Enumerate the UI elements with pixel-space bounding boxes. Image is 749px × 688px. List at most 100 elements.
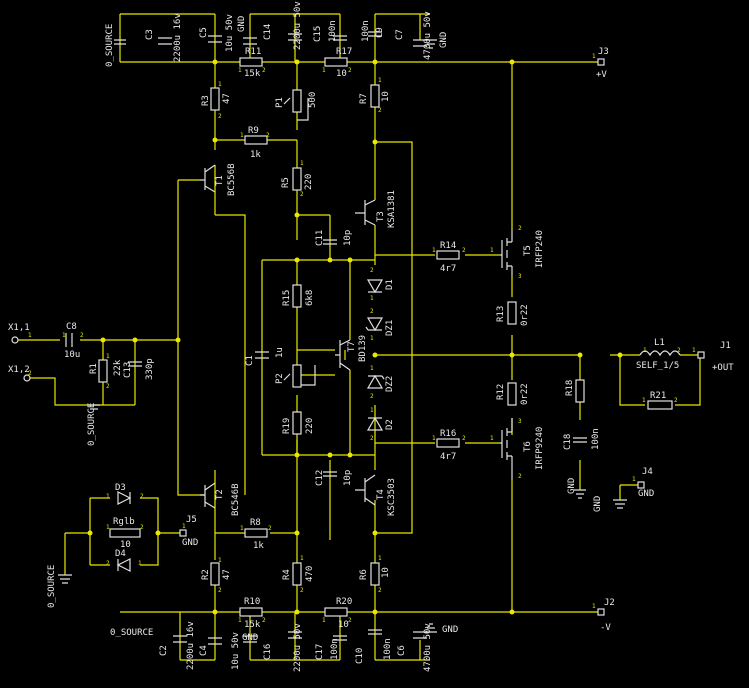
svg-text:2: 2 xyxy=(300,587,304,594)
label-t3-val: KSA1381 xyxy=(387,190,397,228)
svg-text:2: 2 xyxy=(378,107,382,114)
label-r8-ref: R8 xyxy=(250,518,261,528)
svg-text:2: 2 xyxy=(370,308,374,315)
label-j2-ref: J2 xyxy=(604,598,615,608)
label-t7-val: BD139 xyxy=(358,335,368,362)
svg-text:1: 1 xyxy=(370,295,374,302)
label-dz1-ref: DZ1 xyxy=(385,320,395,336)
label-r5-ref: R5 xyxy=(281,177,291,188)
label-r1-val: 22k xyxy=(113,359,123,376)
svg-text:2: 2 xyxy=(462,247,466,254)
label-r15-ref: R15 xyxy=(282,290,292,306)
label-c3-ref: C3 xyxy=(145,29,155,40)
label-d3-ref: D3 xyxy=(115,483,126,493)
svg-text:2: 2 xyxy=(140,524,144,531)
label-r12-val: 0r22 xyxy=(520,383,530,405)
label-c2-val: 2200u 16v xyxy=(186,621,196,670)
svg-text:2: 2 xyxy=(28,370,32,377)
svg-text:1: 1 xyxy=(300,555,304,562)
label-j4-val: GND xyxy=(638,489,654,499)
svg-text:1: 1 xyxy=(643,347,647,354)
label-r14-val: 4r7 xyxy=(440,264,456,274)
label-r21-ref: R21 xyxy=(650,391,666,401)
svg-text:2: 2 xyxy=(262,617,266,624)
label-c7-val: 4700u 50v xyxy=(423,11,433,60)
svg-text:2: 2 xyxy=(462,435,466,442)
label-r20-ref: R20 xyxy=(336,597,352,607)
label-c6-val: 4700u 50v xyxy=(423,623,433,672)
svg-text:1: 1 xyxy=(592,53,596,60)
svg-text:1: 1 xyxy=(138,560,142,567)
label-src-left: 0_SOURCE xyxy=(47,565,57,608)
label-c14-ref: C14 xyxy=(263,24,273,40)
label-c13-val: 330p xyxy=(145,358,155,380)
label-c13-ref: C13 xyxy=(123,362,133,378)
label-c10-val: 100n xyxy=(383,638,393,660)
component-symbols xyxy=(11,31,705,645)
label-c4-ref: C4 xyxy=(199,645,209,656)
label-c5-val: 10u 50v xyxy=(225,14,235,52)
label-c9-val: 100n xyxy=(361,20,371,42)
svg-text:2: 2 xyxy=(348,617,352,624)
svg-text:1: 1 xyxy=(432,247,436,254)
label-r4-val: 470 xyxy=(305,566,315,582)
svg-text:2: 2 xyxy=(268,525,272,532)
label-r16-val: 4r7 xyxy=(440,452,456,462)
label-src-bot: 0_SOURCE xyxy=(110,628,153,638)
label-c14-val: 2200u 50v xyxy=(293,1,303,50)
svg-text:1: 1 xyxy=(490,247,494,254)
junction-dots xyxy=(87,59,623,615)
label-dz2-ref: DZ2 xyxy=(385,376,395,392)
label-r4-ref: R4 xyxy=(282,569,292,580)
svg-text:1: 1 xyxy=(632,476,636,483)
label-r20-val: 10 xyxy=(338,620,349,630)
label-r18-ref: R18 xyxy=(565,380,575,396)
label-t7-ref: T7 xyxy=(347,341,357,352)
label-c7-ref: C7 xyxy=(395,29,405,40)
label-r2-ref: R2 xyxy=(201,569,211,580)
label-c1-val: 1u xyxy=(275,347,285,358)
label-l1-val: SELF_1/5 xyxy=(636,361,679,371)
label-r11-ref: R11 xyxy=(245,47,261,57)
label-c15-ref: C15 xyxy=(313,26,323,42)
label-r11-val: 15k xyxy=(244,69,261,79)
svg-text:2: 2 xyxy=(106,383,110,390)
label-rglb-ref: Rglb xyxy=(113,517,135,527)
label-r19-val: 220 xyxy=(305,418,315,434)
label-c3-val: 2200u 16v xyxy=(173,13,183,62)
label-c17-ref: C17 xyxy=(315,644,325,660)
svg-text:1: 1 xyxy=(370,407,374,414)
label-r17-val: 10 xyxy=(336,69,347,79)
label-d1-ref: D1 xyxy=(385,279,395,290)
svg-text:1: 1 xyxy=(240,525,244,532)
label-j4-ref: J4 xyxy=(642,467,653,477)
label-r7-ref: R7 xyxy=(359,93,369,104)
label-rglb-val: 10 xyxy=(120,540,131,550)
label-c8-val: 10u xyxy=(64,350,80,360)
label-c8-ref: C8 xyxy=(66,322,77,332)
svg-text:2: 2 xyxy=(300,191,304,198)
label-j1-ref: J1 xyxy=(720,341,731,351)
svg-text:1: 1 xyxy=(322,617,326,624)
label-c16-val: 2200u 50v xyxy=(293,623,303,672)
label-x12: X1,2 xyxy=(8,365,30,375)
label-r10-val: 15k xyxy=(244,620,261,630)
label-r15-val: 6k8 xyxy=(305,290,315,306)
label-j1-val: +OUT xyxy=(712,363,734,373)
label-r2-val: 47 xyxy=(222,569,232,580)
label-gnd-t1: GND xyxy=(237,16,247,32)
label-t1-ref: T1 xyxy=(215,175,225,186)
svg-text:2: 2 xyxy=(518,225,522,232)
label-c17-val: 100n xyxy=(330,638,340,660)
svg-text:1: 1 xyxy=(28,332,32,339)
svg-text:1: 1 xyxy=(378,77,382,84)
svg-text:2: 2 xyxy=(674,397,678,404)
label-c2-ref: C2 xyxy=(159,645,169,656)
label-r17-ref: R17 xyxy=(336,47,352,57)
label-r13-ref: R13 xyxy=(496,306,506,322)
label-r3-val: 47 xyxy=(222,93,232,104)
label-c18-val: 100n xyxy=(591,428,601,450)
label-l1-ref: L1 xyxy=(654,338,665,348)
svg-text:1: 1 xyxy=(432,435,436,442)
